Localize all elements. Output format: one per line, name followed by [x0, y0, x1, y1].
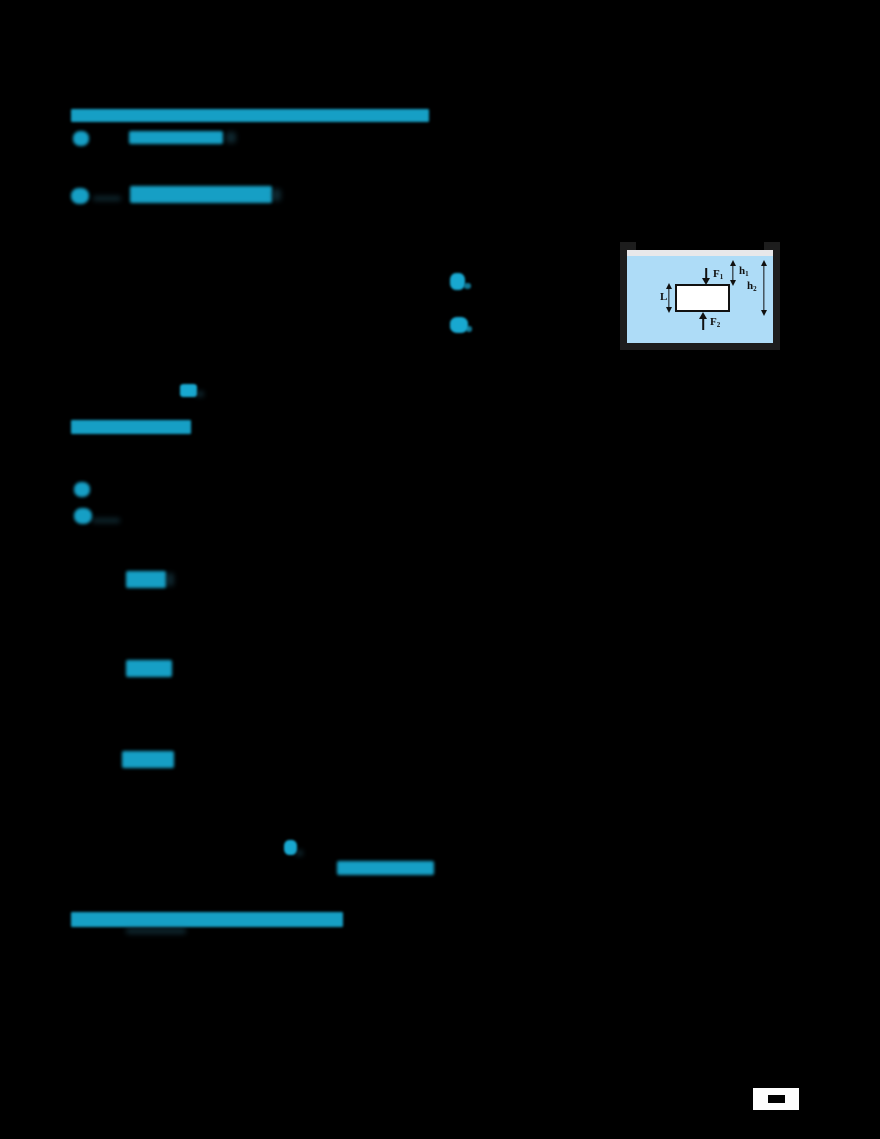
force-f2-symbol: F: [710, 316, 717, 328]
depth-h2-symbol: h: [747, 280, 754, 292]
section-heading-mid: [71, 420, 191, 434]
section-heading-bottom: [71, 912, 343, 927]
container-wall-bottom: [620, 343, 780, 350]
list-item-1-label: [129, 131, 223, 144]
body-marker-1: [74, 482, 90, 497]
body-label-3: [122, 751, 174, 768]
block-height-label: L: [660, 291, 667, 303]
container-lip-left: [620, 242, 636, 250]
triangle-symbol-tail: [196, 391, 204, 397]
container-wall-left: [620, 248, 627, 348]
depth-h1-subscript: 1: [745, 270, 749, 278]
force-f1-label: F1: [713, 268, 724, 281]
buoyancy-figure: F1 F2 h1 h2 L: [620, 242, 780, 350]
inline-symbol-1: [450, 273, 465, 290]
depth-h2-subscript: 2: [753, 285, 757, 293]
body-marker-2-trail: [92, 518, 120, 523]
depth-h1-label: h1: [739, 265, 749, 278]
force-f1-subscript: 1: [719, 273, 724, 281]
block-height-symbol: L: [660, 291, 668, 303]
body-marker-2: [74, 508, 92, 524]
note-line: [337, 861, 434, 875]
list-item-1-trail: [226, 132, 236, 143]
depth-h1-symbol: h: [739, 265, 746, 277]
submerged-block: [675, 284, 730, 312]
force-f1-symbol: F: [713, 268, 720, 280]
triangle-symbol-icon: [180, 384, 197, 397]
page-number-badge: [753, 1088, 799, 1110]
list-marker-1: [73, 131, 89, 146]
depth-h2-label: h2: [747, 280, 757, 293]
equation-tail: [272, 189, 281, 201]
equation-line: [130, 186, 272, 203]
equation-connector: [93, 196, 121, 201]
inline-symbol-1-sub: [464, 283, 471, 289]
body-label-2: [126, 660, 172, 677]
section-heading-bottom-sub: [126, 928, 186, 934]
section-heading-top: [71, 109, 429, 122]
container-lip-right: [764, 242, 780, 250]
force-f2-label: F2: [710, 316, 721, 329]
force-f2-subscript: 2: [716, 321, 721, 329]
inline-symbol-3-sub: [296, 850, 303, 856]
inline-symbol-2: [450, 317, 468, 333]
fluid-surface: [627, 250, 773, 256]
body-label-1: [126, 571, 166, 588]
equation-marker: [71, 188, 89, 204]
inline-symbol-3: [284, 840, 297, 855]
body-label-1-tail: [166, 573, 174, 586]
container-wall-right: [773, 248, 780, 348]
page-number-value: [768, 1095, 785, 1103]
inline-symbol-2-sub: [466, 326, 472, 332]
